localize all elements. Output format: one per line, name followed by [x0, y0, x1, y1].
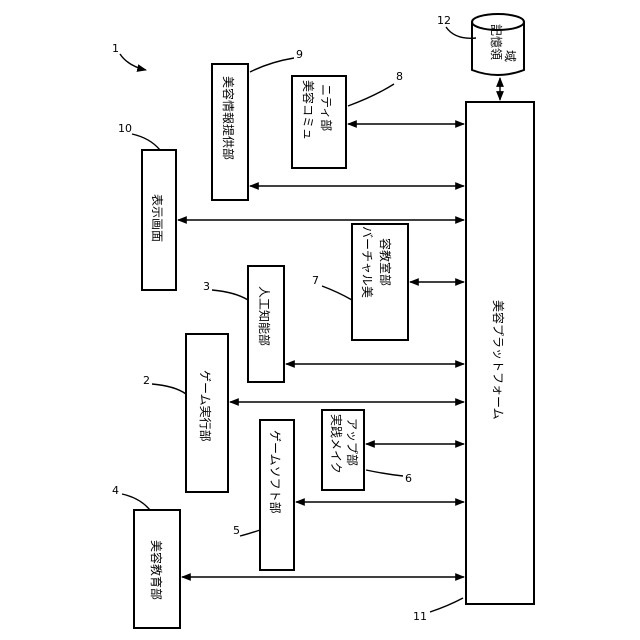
info-provision-leader — [250, 58, 294, 72]
community-label-line1: 美容コミュ — [301, 80, 316, 140]
display-screen-leader — [132, 134, 160, 150]
practice-makeup-leader — [366, 470, 403, 476]
beauty-education-number: 4 — [112, 484, 119, 497]
figure-number: 1 — [112, 42, 119, 55]
beauty-education-label: 美容教育部 — [149, 540, 164, 600]
game-execution-leader — [152, 384, 186, 394]
practice-makeup-label-line1: 実践メイク — [329, 414, 344, 474]
platform-number: 11 — [413, 610, 427, 623]
game-software-label: ゲームソフト部 — [268, 430, 283, 514]
display-screen-label: 表示画面 — [150, 194, 164, 242]
virtual-classroom-leader — [322, 286, 352, 300]
practice-makeup-number: 6 — [405, 472, 412, 485]
virtual-classroom-label-line1: バーチャル美 — [360, 226, 374, 298]
game-execution-label: ゲーム実行部 — [198, 370, 213, 442]
platform-number-leader — [430, 598, 463, 612]
virtual-classroom-number: 7 — [312, 274, 319, 287]
community-box — [292, 76, 346, 168]
virtual-classroom-label-line2: 容教室部 — [378, 238, 393, 286]
ai-label: 人工知能部 — [257, 286, 272, 346]
figure-number-arrow — [120, 54, 146, 70]
info-provision-label: 美容情報提供部 — [221, 76, 236, 160]
storage-area: 記憶領 域 — [472, 14, 524, 75]
storage-number: 12 — [437, 14, 451, 27]
community-number: 8 — [396, 70, 403, 83]
game-software-leader — [240, 530, 260, 536]
game-software-number: 5 — [233, 524, 240, 537]
display-screen-number: 10 — [118, 122, 132, 135]
community-label-line2: ニティ部 — [319, 84, 334, 131]
storage-label-line1: 記憶領 — [489, 24, 504, 60]
storage-label-line2: 域 — [503, 50, 517, 62]
info-provision-number: 9 — [296, 48, 303, 61]
community-leader — [348, 84, 394, 106]
beauty-education-leader — [122, 494, 150, 510]
game-execution-number: 2 — [143, 374, 150, 387]
ai-number: 3 — [203, 280, 210, 293]
ai-leader — [212, 290, 248, 300]
practice-makeup-label-line2: アップ部 — [345, 418, 360, 466]
beauty-platform-label: 美容プラットフォーム — [491, 300, 506, 420]
